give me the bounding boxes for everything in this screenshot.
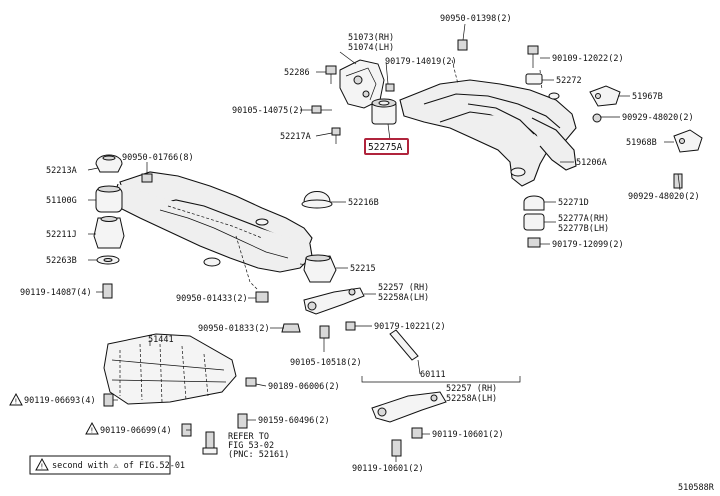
nut-90179-10221 — [345, 321, 356, 331]
label-52286: 52286 — [284, 68, 310, 78]
note-text: second with ⚠ of FIG.52-01 — [52, 461, 185, 471]
label-90929-48020-a: 90929-48020(2) — [622, 113, 694, 123]
link-60111 — [389, 329, 419, 361]
label-90929-48020-b: 90929-48020(2) — [628, 192, 700, 202]
nut-90179-14019 — [385, 83, 395, 92]
cushion-52211j — [93, 216, 125, 249]
label-52275a: 52275A — [368, 142, 403, 153]
label-52217a: 52217A — [280, 132, 311, 142]
washer-52263b — [96, 255, 120, 265]
label-51967b: 51967B — [632, 92, 663, 102]
label-52277a: 52277A(RH) — [558, 214, 609, 224]
cushion-52213a — [95, 154, 123, 173]
cushion-52216b — [301, 191, 333, 209]
nut-90950-01398 — [457, 39, 468, 51]
cushion-52215 — [303, 254, 337, 283]
label-90950-01833: 90950-01833(2) — [198, 324, 270, 334]
label-90950-01398: 90950-01398(2) — [440, 14, 512, 24]
label-52271d: 52271D — [558, 198, 589, 208]
bolt-90119-10601-lower — [391, 439, 402, 457]
svg-text:!: ! — [91, 427, 94, 435]
bolt-90105-10518 — [319, 325, 330, 339]
label-60111: 60111 — [420, 370, 446, 380]
label-90179-14019: 90179-14019(2) — [385, 57, 457, 67]
clip-90189-06006 — [245, 377, 257, 387]
bolt-90119-06693 — [103, 393, 114, 407]
note-box: ! — [29, 455, 171, 475]
svg-text:!: ! — [15, 398, 18, 406]
label-52258a-bottom: 52258A(LH) — [446, 394, 497, 404]
front-crossmember-frame — [113, 171, 321, 291]
lower-arm-upper — [303, 287, 365, 315]
label-51073: 51073(RH) — [348, 33, 394, 43]
label-90105-10518: 90105-10518(2) — [290, 358, 362, 368]
stud-refer-52161 — [202, 431, 218, 455]
cushion-51100g — [95, 185, 123, 213]
bracket-51967b — [589, 85, 621, 107]
cushion-52271d — [523, 195, 545, 211]
label-52216b: 52216B — [348, 198, 379, 208]
leader-lines — [87, 23, 681, 462]
bolt-90109-12022 — [527, 45, 539, 68]
label-51100g: 51100G — [46, 196, 77, 206]
warning-icon: ! — [85, 421, 99, 435]
label-52257-bottom: 52257 (RH) — [446, 384, 497, 394]
label-90189-06006: 90189-06006(2) — [268, 382, 340, 392]
label-52272: 52272 — [556, 76, 582, 86]
refer-line-1: REFER TO — [228, 432, 269, 442]
stopper-52272 — [525, 73, 543, 85]
label-52213a: 52213A — [46, 166, 77, 176]
nut-90950-01833 — [281, 323, 301, 333]
bracket-51968b — [673, 129, 703, 153]
figure-code: 510588R — [678, 483, 715, 493]
label-52263b: 52263B — [46, 256, 77, 266]
bushing-52275a — [371, 98, 397, 125]
bolt-90119-14087 — [102, 283, 113, 299]
label-52257-top: 52257 (RH) — [378, 283, 429, 293]
svg-text:!: ! — [41, 463, 44, 471]
warning-icon: ! — [9, 392, 23, 406]
label-90950-01766: 90950-01766(8) — [122, 153, 194, 163]
part-labels: 90950-01398(2) 51073(RH) 51074(LH) 52286… — [20, 14, 715, 493]
highlight-box-52275a — [364, 138, 409, 155]
bolt-90159-60496 — [237, 413, 248, 429]
refer-line-2: FIG 53-02 — [228, 441, 274, 451]
label-90119-14087: 90119-14087(4) — [20, 288, 92, 298]
bolt-90105-14075 — [311, 105, 332, 114]
label-51074: 51074(LH) — [348, 43, 394, 53]
label-90950-01433: 90950-01433(2) — [176, 294, 248, 304]
bolt-52286 — [325, 65, 337, 84]
nut-90950-01433 — [255, 291, 269, 303]
label-90119-10601-b: 90119-10601(2) — [352, 464, 424, 474]
nut-90119-10601-upper — [411, 427, 423, 439]
label-90159-60496: 90159-60496(2) — [258, 416, 330, 426]
label-90119-10601-a: 90119-10601(2) — [432, 430, 504, 440]
label-90119-06699: 90119-06699(4) — [100, 426, 172, 436]
nut-90950-01766 — [141, 173, 153, 183]
label-51968b: 51968B — [626, 138, 657, 148]
label-90179-12099: 90179-12099(2) — [552, 240, 624, 250]
label-52258a-top: 52258A(LH) — [378, 293, 429, 303]
label-52215: 52215 — [350, 264, 376, 274]
under-cover-51441 — [103, 333, 237, 405]
rear-suspension-member-frame — [399, 59, 577, 187]
lower-arm-lower — [361, 376, 521, 423]
refer-line-3: (PNC: 52161) — [228, 450, 289, 460]
label-90119-06693: 90119-06693(4) — [24, 396, 96, 406]
bolt-52217a — [331, 127, 341, 144]
nut-90179-12099 — [527, 237, 541, 248]
label-90105-14075: 90105-14075(2) — [232, 106, 304, 116]
label-51206a: 51206A — [576, 158, 607, 168]
cushion-52277a — [523, 213, 545, 231]
label-90109-12022: 90109-12022(2) — [552, 54, 624, 64]
label-51441: 51441 — [148, 335, 174, 345]
bolt-90929-48020-upper — [592, 113, 602, 123]
label-90179-10221: 90179-10221(2) — [374, 322, 446, 332]
label-52211j: 52211J — [46, 230, 77, 240]
label-52277b: 52277B(LH) — [558, 224, 609, 234]
